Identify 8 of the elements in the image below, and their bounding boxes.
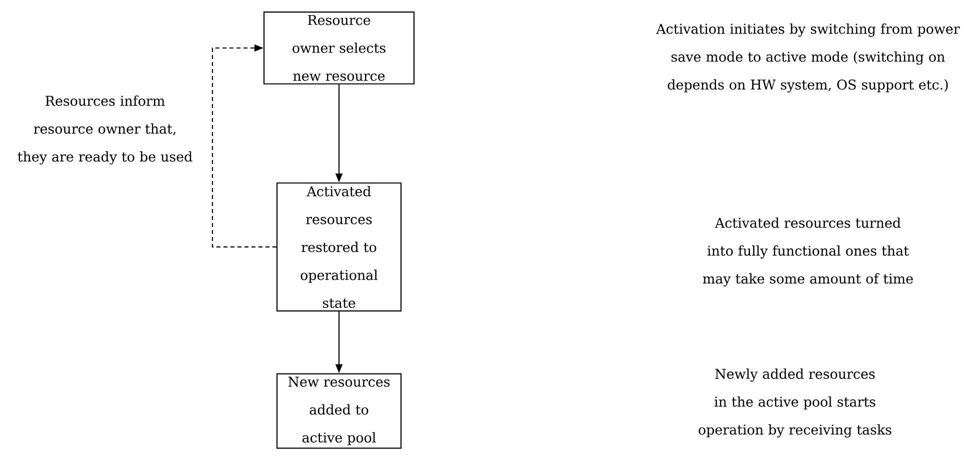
description-text: Newly added resources in the active pool starts operation by receiving tasks [698, 368, 892, 438]
process-box: New resources added to active pool [276, 373, 402, 449]
process-box: Resource owner selects new resource [263, 12, 415, 84]
edge-label: Resources inform resource owner that, they are ready to be used [4, 94, 206, 166]
description-text: Activated resources turned into fully functional ones that may take some amount of time [702, 218, 913, 286]
description-text: Activation initiates by switching from power save mode to active mode (switching on depends on HW system, OS support etc.) [656, 24, 960, 92]
arrow [212, 44, 276, 248]
process-box: Activated resources restored to operational state [276, 182, 402, 312]
